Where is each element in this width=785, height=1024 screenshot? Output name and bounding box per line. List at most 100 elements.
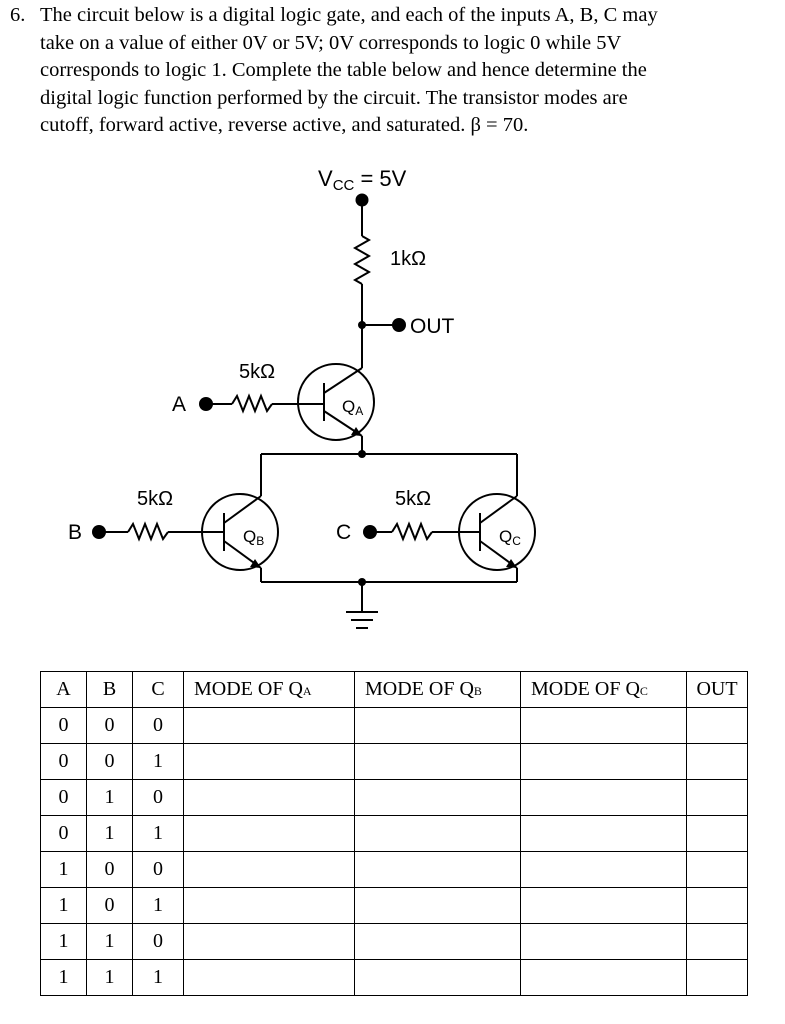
answer-cell-qb[interactable] xyxy=(354,959,521,996)
cell-c: 1 xyxy=(132,959,184,996)
answer-cell-qa[interactable] xyxy=(183,923,355,960)
a-terminal xyxy=(199,397,213,411)
answer-cell-out[interactable] xyxy=(686,851,748,888)
qb-label: QB xyxy=(243,527,264,548)
qa-collector-lead xyxy=(323,367,363,394)
input-a-label: A xyxy=(172,393,186,416)
answer-cell-qa[interactable] xyxy=(183,851,355,888)
answer-cell-qa[interactable] xyxy=(183,887,355,924)
cell-b: 0 xyxy=(86,851,133,888)
header-mode-qb: MODE OF QB xyxy=(354,671,521,708)
answer-cell-qc[interactable] xyxy=(520,959,687,996)
answer-cell-qb[interactable] xyxy=(354,851,521,888)
question-line-2: take on a value of either 0V or 5V; 0V c… xyxy=(40,31,622,54)
table-header-row: A B C MODE OF QA MODE OF QB MODE OF QC O… xyxy=(40,671,748,708)
answer-cell-out[interactable] xyxy=(686,887,748,924)
cell-b: 1 xyxy=(86,779,133,816)
cell-a: 0 xyxy=(40,707,87,744)
qb-base-resistor xyxy=(127,521,169,542)
answer-cell-qa[interactable] xyxy=(183,959,355,996)
qb-collector-lead xyxy=(223,495,262,524)
cell-a: 1 xyxy=(40,923,87,960)
b-terminal xyxy=(92,525,106,539)
answer-cell-qa[interactable] xyxy=(183,743,355,780)
cell-a: 1 xyxy=(40,959,87,996)
question-line-3: corresponds to logic 1. Complete the tab… xyxy=(40,59,647,81)
answer-cell-out[interactable] xyxy=(686,815,748,852)
answer-cell-out[interactable] xyxy=(686,743,748,780)
cell-a: 1 xyxy=(40,851,87,888)
question-line-1: The circuit below is a digital logic gat… xyxy=(40,4,658,26)
answer-cell-qc[interactable] xyxy=(520,743,687,780)
answer-cell-qb[interactable] xyxy=(354,815,521,852)
answer-cell-out[interactable] xyxy=(686,779,748,816)
qa-resistor-label: 5kΩ xyxy=(239,361,275,383)
header-out: OUT xyxy=(686,671,748,708)
answer-cell-qb[interactable] xyxy=(354,923,521,960)
qa-emitter-arrow xyxy=(351,427,362,436)
cell-b: 1 xyxy=(86,815,133,852)
cell-a: 0 xyxy=(40,779,87,816)
cell-a: 1 xyxy=(40,887,87,924)
qb-resistor-label: 5kΩ xyxy=(137,488,173,510)
out-label: OUT xyxy=(410,315,455,338)
answer-cell-qc[interactable] xyxy=(520,707,687,744)
answer-cell-qa[interactable] xyxy=(183,815,355,852)
answer-cell-qb[interactable] xyxy=(354,779,521,816)
qc-collector-lead xyxy=(479,495,518,524)
answer-cell-qb[interactable] xyxy=(354,887,521,924)
answer-cell-qa[interactable] xyxy=(183,779,355,816)
qc-base-resistor xyxy=(391,521,433,542)
transistor-qa xyxy=(297,363,375,441)
answer-cell-qc[interactable] xyxy=(520,815,687,852)
qb-emitter-arrow xyxy=(250,559,261,568)
header-mode-qa: MODE OF QA xyxy=(183,671,355,708)
answer-cell-qc[interactable] xyxy=(520,887,687,924)
cell-b: 1 xyxy=(86,959,133,996)
qa-label: QA xyxy=(342,397,363,418)
out-junction xyxy=(358,321,366,329)
answer-cell-out[interactable] xyxy=(686,959,748,996)
question-line-5: cutoff, forward active, reverse active, … xyxy=(40,114,529,136)
answer-cell-qc[interactable] xyxy=(520,779,687,816)
c-terminal xyxy=(363,525,377,539)
answer-cell-qa[interactable] xyxy=(183,707,355,744)
cell-c: 0 xyxy=(132,779,184,816)
cell-c: 0 xyxy=(132,851,184,888)
answer-cell-out[interactable] xyxy=(686,923,748,960)
cell-c: 1 xyxy=(132,743,184,780)
header-b: B xyxy=(86,671,133,708)
answer-cell-qc[interactable] xyxy=(520,923,687,960)
answer-cell-qb[interactable] xyxy=(354,707,521,744)
cell-c: 1 xyxy=(132,815,184,852)
qc-label: QC xyxy=(499,527,521,548)
vcc-label: VCC = 5V xyxy=(318,166,407,194)
cell-c: 0 xyxy=(132,707,184,744)
circuit-diagram: VCC = 5V xyxy=(68,166,536,629)
cell-c: 0 xyxy=(132,923,184,960)
answer-cell-qb[interactable] xyxy=(354,743,521,780)
question-line-4: digital logic function performed by the … xyxy=(40,86,628,109)
qc-emitter-arrow xyxy=(506,559,517,568)
question-text: 6. The circuit below is a digital logic g… xyxy=(10,2,770,140)
cell-b: 0 xyxy=(86,707,133,744)
answer-cell-qc[interactable] xyxy=(520,851,687,888)
qc-resistor-label: 5kΩ xyxy=(395,488,431,510)
question-number: 6. xyxy=(10,4,26,26)
cell-c: 1 xyxy=(132,887,184,924)
qa-base-resistor xyxy=(231,393,273,414)
cell-b: 0 xyxy=(86,743,133,780)
cell-b: 0 xyxy=(86,887,133,924)
cell-a: 0 xyxy=(40,743,87,780)
header-a: A xyxy=(40,671,87,708)
answer-cell-out[interactable] xyxy=(686,707,748,744)
header-mode-qc: MODE OF QC xyxy=(520,671,687,708)
